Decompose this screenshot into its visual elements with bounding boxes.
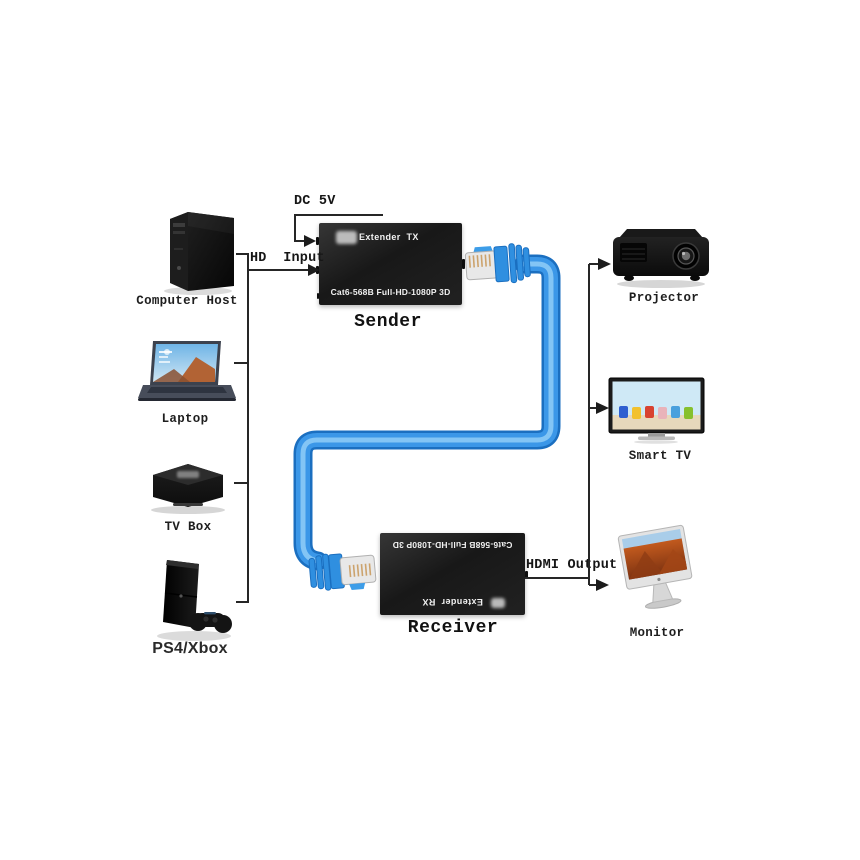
sender-hdmi-port — [316, 266, 319, 274]
receiver-caption: Receiver — [407, 618, 499, 638]
sender-erased-logo-smudge — [336, 231, 357, 244]
computer-host-label: Computer Host — [136, 294, 238, 308]
tv-box-image — [144, 456, 232, 516]
monitor-arrow — [596, 579, 609, 591]
rj45-connector-top — [464, 243, 531, 284]
monitor-label: Monitor — [629, 626, 685, 640]
projector-icon — [613, 229, 709, 288]
receiver-panel-spec: Cat6-568B Full-HD-1080P 3D — [392, 540, 513, 550]
tv-box-logo — [177, 471, 199, 478]
ethernet-cable — [293, 254, 561, 571]
tower-pc-icon — [164, 212, 234, 295]
computer-host-image — [150, 206, 242, 296]
sender-panel-model: Extender TX — [359, 232, 419, 242]
receiver-box: Cat6-568B Full-HD-1080P 3D Extender RX — [380, 533, 528, 615]
ps4-xbox-image — [148, 556, 240, 644]
monitor-image — [611, 522, 705, 624]
hd-input-label: HD Input — [250, 251, 325, 266]
smart-tv-label: Smart TV — [628, 449, 692, 463]
laptop-image — [136, 338, 238, 416]
set-top-box-icon — [151, 464, 225, 514]
sender-box: Extender TX Cat6-568B Full-HD-1080P 3D — [316, 223, 465, 305]
rj45-connector-bottom — [308, 553, 377, 591]
sender-side-port — [317, 293, 319, 299]
ps4-xbox-label: PS4/Xbox — [152, 640, 228, 657]
projector-image — [607, 224, 715, 292]
sender-dc-port — [316, 237, 319, 245]
receiver-erased-logo-smudge — [491, 598, 505, 608]
sender-caption: Sender — [354, 312, 422, 332]
monitor-icon — [617, 524, 693, 609]
tv-box-label: TV Box — [164, 520, 212, 534]
game-console-icon — [157, 560, 232, 641]
sender-panel-spec: Cat6-568B Full-HD-1080P 3D — [330, 287, 451, 297]
dc-power-label: DC 5V — [294, 194, 336, 209]
smart-tv-image — [607, 376, 707, 446]
projector-label: Projector — [628, 291, 700, 305]
beach-chairs-screen-art — [619, 406, 693, 419]
sender-rj45-port — [462, 259, 465, 269]
receiver-hdmi-port — [525, 571, 528, 579]
hdmi-output-label: HDMI Output — [526, 558, 618, 573]
laptop-label: Laptop — [161, 412, 209, 426]
smart-tv-icon — [608, 377, 705, 444]
laptop-icon — [138, 341, 236, 401]
